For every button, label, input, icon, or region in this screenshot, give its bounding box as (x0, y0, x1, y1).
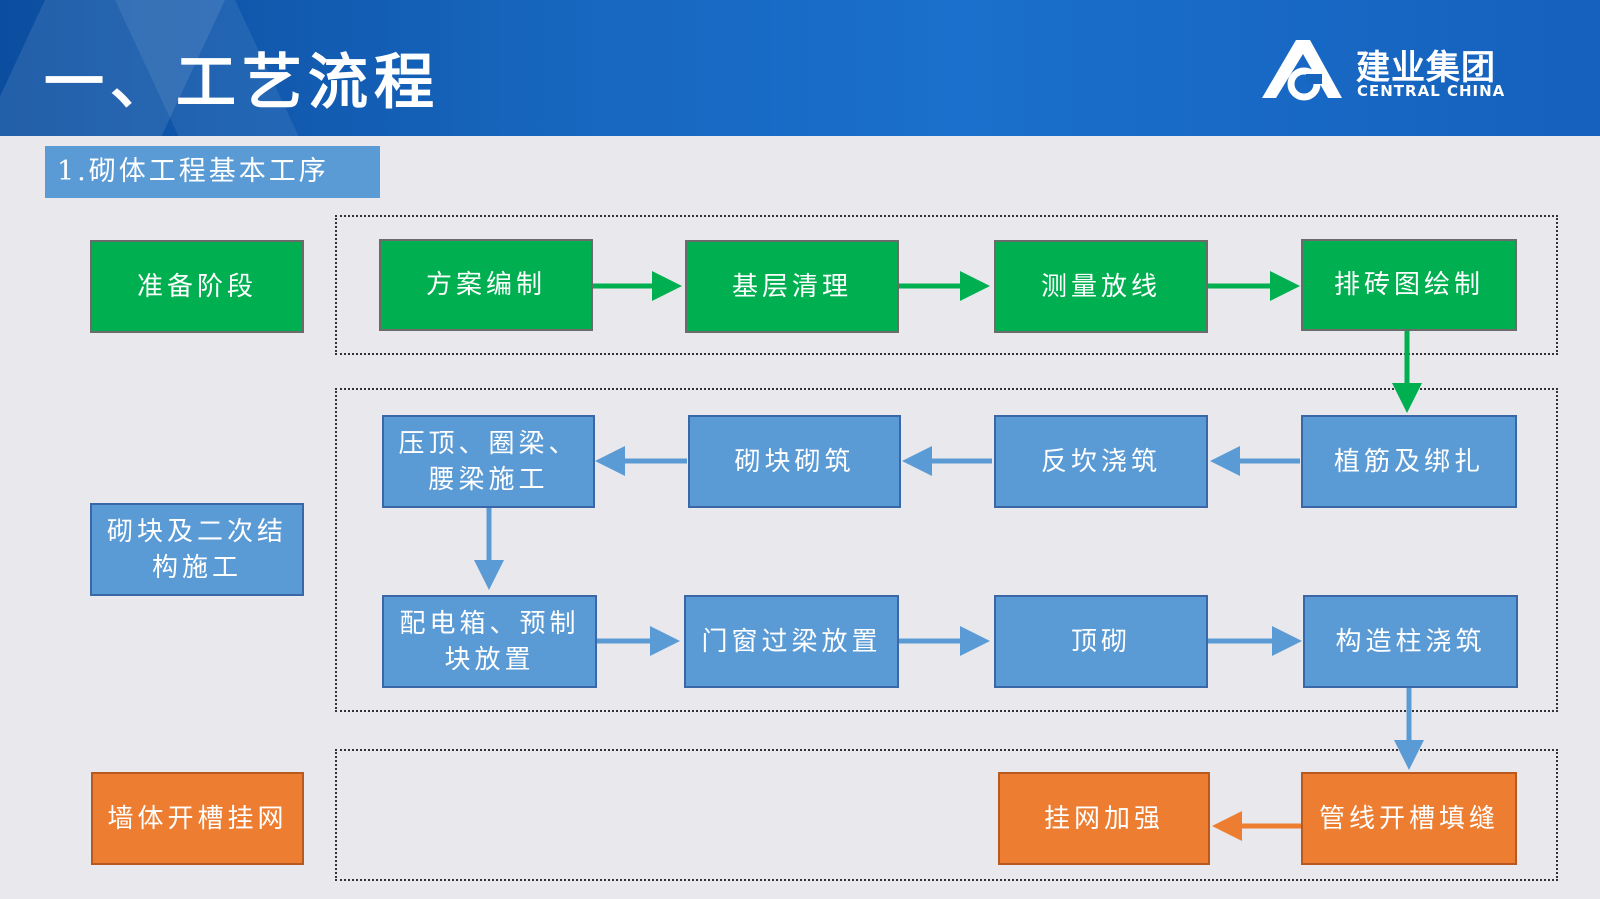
group-prep-box (335, 215, 1558, 355)
step-mesh-reinforce: 挂网加强 (998, 772, 1210, 865)
step-conduit-slot: 管线开槽填缝 (1301, 772, 1517, 865)
logo-english-text: CENTRAL CHINA (1357, 82, 1506, 100)
step-beam: 压顶、圈梁、腰梁施工 (382, 415, 595, 508)
logo-chinese-text: 建业集团 (1356, 48, 1496, 88)
group-masonry-box (335, 388, 1558, 712)
logo-mark-icon (1262, 40, 1342, 101)
stage-slot: 墙体开槽挂网 (91, 772, 304, 865)
page-title: 一、工艺流程 (44, 48, 440, 118)
step-block-laying: 砌块砌筑 (688, 415, 901, 508)
company-logo: 建业集团 CENTRAL CHINA (1262, 36, 1522, 106)
step-survey: 测量放线 (994, 240, 1208, 333)
step-plan: 方案编制 (379, 239, 593, 331)
step-top-laying: 顶砌 (994, 595, 1208, 688)
group-slot-box (335, 749, 1558, 881)
step-lintel: 门窗过梁放置 (684, 595, 899, 688)
step-brick-layout: 排砖图绘制 (1301, 239, 1517, 331)
step-base-clean: 基层清理 (685, 240, 899, 333)
stage-prep: 准备阶段 (90, 240, 304, 333)
step-curb-pour: 反坎浇筑 (994, 415, 1208, 508)
stage-masonry: 砌块及二次结构施工 (90, 503, 304, 596)
header-banner: 一、工艺流程 建业集团 CENTRAL CHINA (0, 0, 1600, 136)
step-distribution-box: 配电箱、预制块放置 (382, 595, 597, 688)
section-subtitle: 1.砌体工程基本工序 (45, 146, 380, 198)
step-rebar: 植筋及绑扎 (1301, 415, 1517, 508)
step-column-pour: 构造柱浇筑 (1303, 595, 1518, 688)
